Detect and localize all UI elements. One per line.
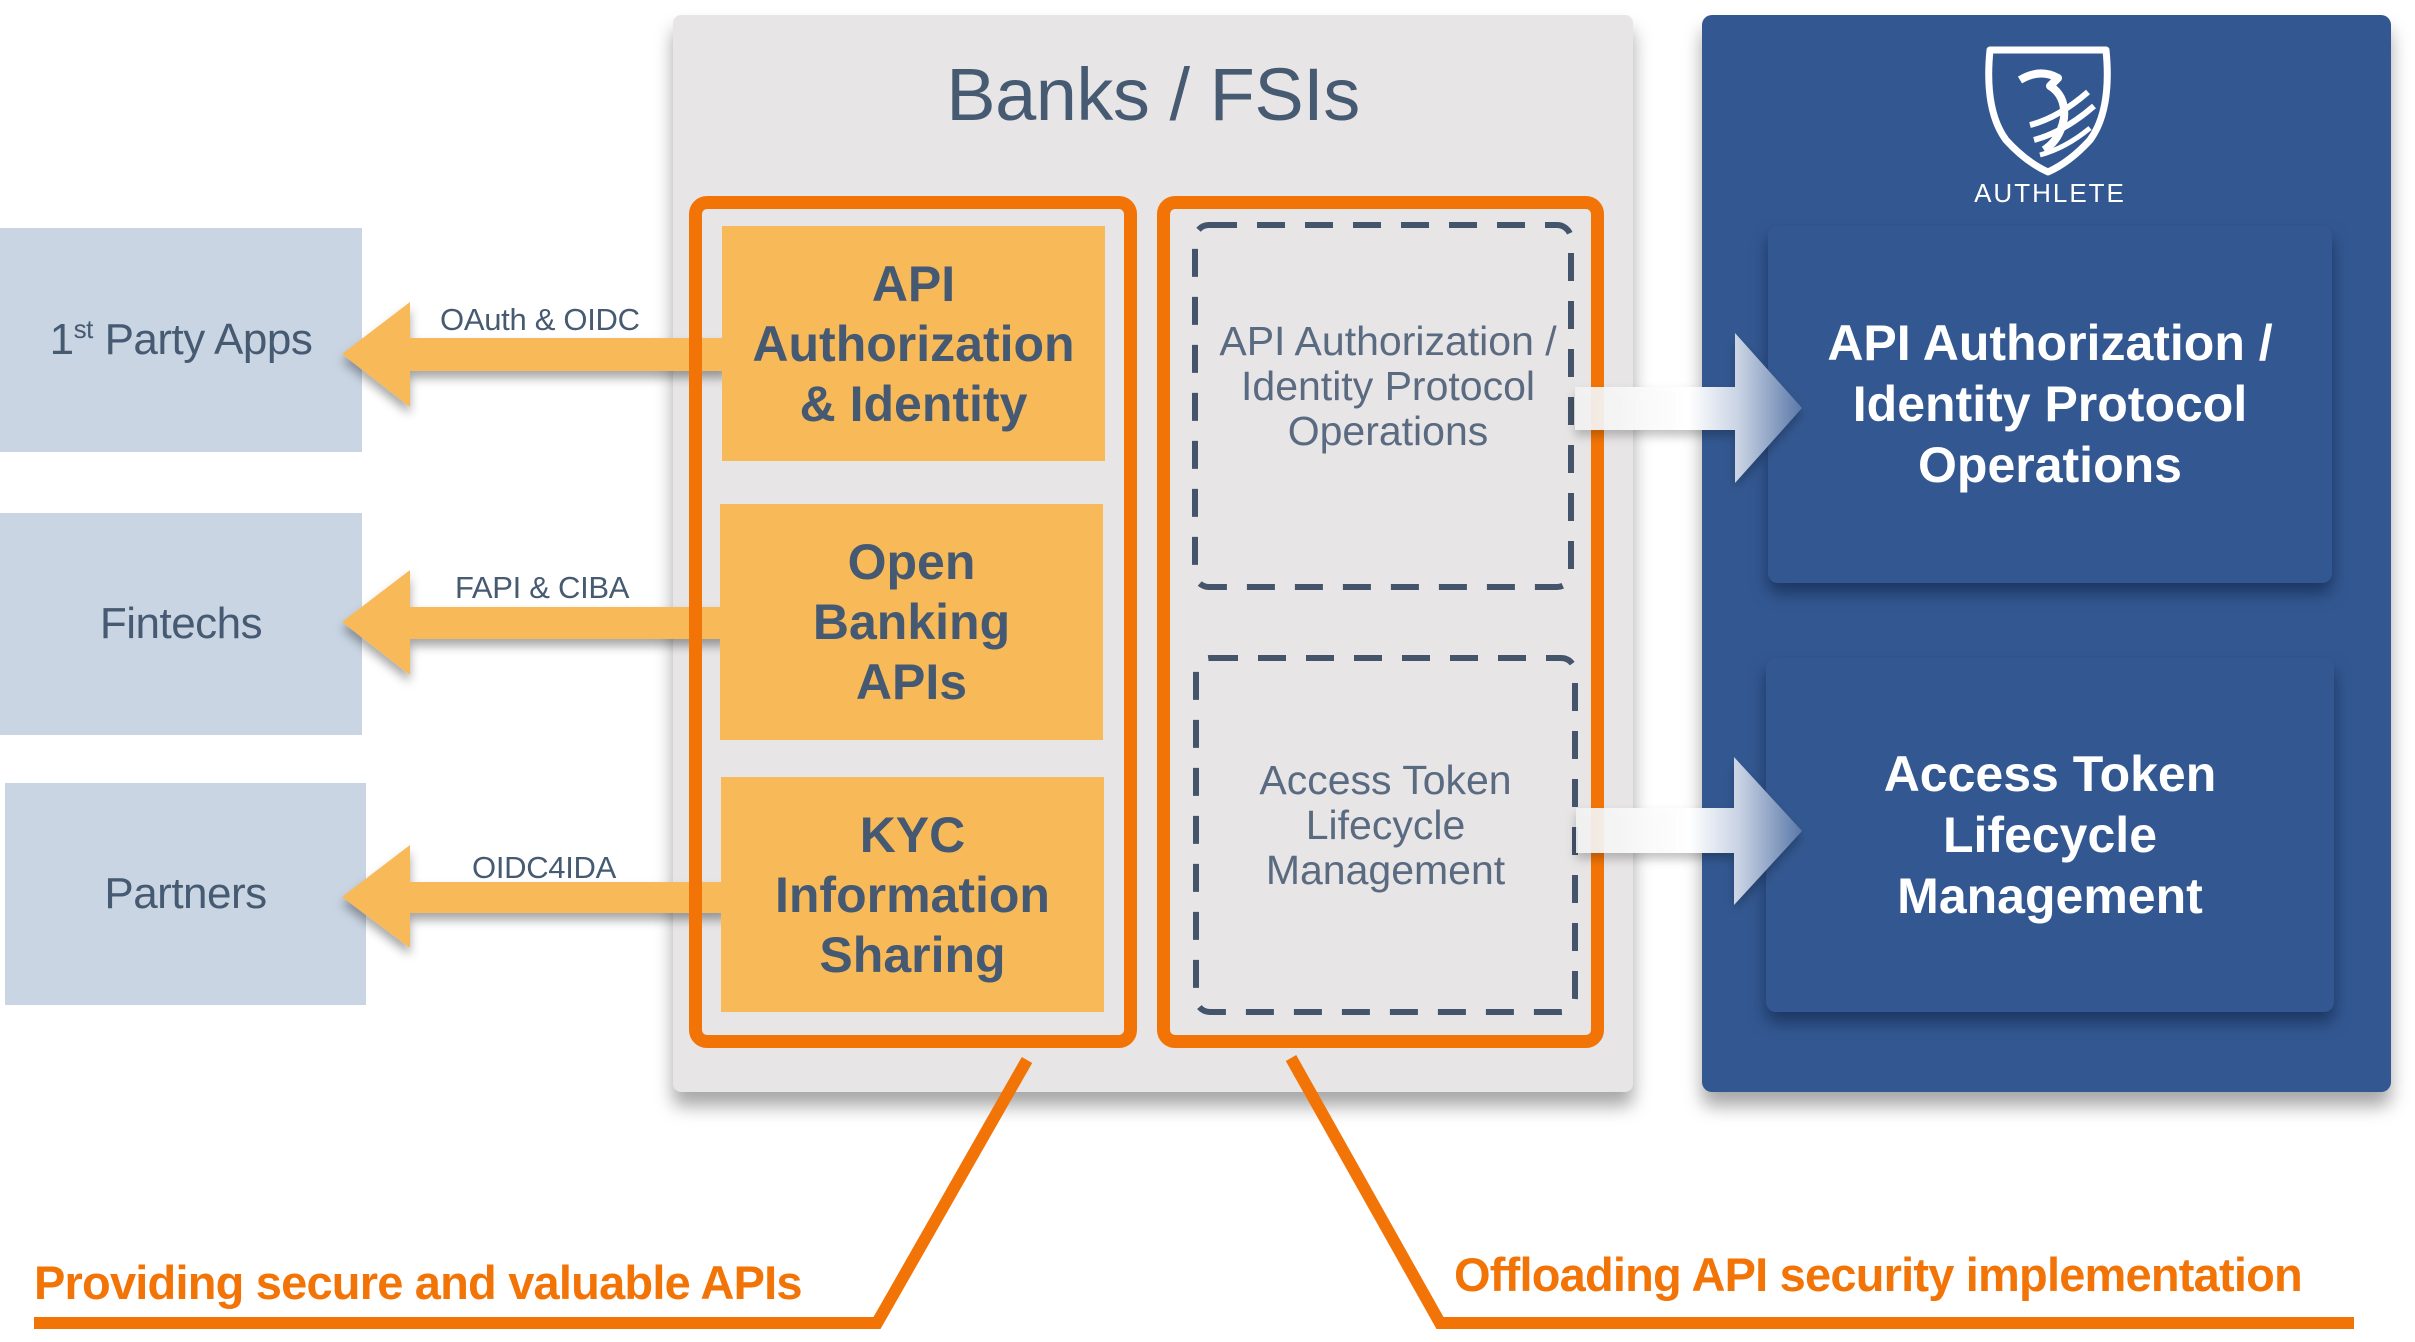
dashed-box-protocol-ops bbox=[1192, 222, 1574, 590]
client-first-party-apps: 1st Party Apps bbox=[0, 228, 362, 452]
protocol-label-oidc4ida: OIDC4IDA bbox=[472, 850, 617, 885]
callout-line-left bbox=[34, 1057, 1033, 1329]
griffin-shield-icon bbox=[1985, 46, 2111, 176]
authlete-logo-text: AUTHLETE bbox=[1974, 178, 2126, 208]
banks-fsis-title: Banks / FSIs bbox=[946, 53, 1360, 136]
dashed-box-token-lifecycle bbox=[1193, 655, 1578, 1015]
arrow-oauth-oidc bbox=[342, 302, 728, 407]
arrow-oidc4ida bbox=[342, 845, 728, 948]
client-fintechs: Fintechs bbox=[0, 513, 362, 735]
arrow-offload-protocol-ops bbox=[1575, 333, 1802, 483]
protocol-label-fapi-ciba: FAPI & CIBA bbox=[455, 570, 630, 605]
callout-offloading-security: Offloading API security implementation bbox=[1454, 1248, 2303, 1301]
arrow-fapi-ciba bbox=[342, 570, 728, 675]
client-partners: Partners bbox=[5, 783, 366, 1005]
protocol-label-oauth-oidc: OAuth & OIDC bbox=[440, 302, 640, 337]
arrow-offload-token-lifecycle bbox=[1576, 757, 1802, 905]
client-label: 1st Party Apps bbox=[49, 314, 313, 364]
callout-line-right bbox=[1285, 1055, 2354, 1329]
callout-providing-secure-apis: Providing secure and valuable APIs bbox=[34, 1256, 803, 1309]
client-label: Fintechs bbox=[99, 599, 263, 648]
offerings-frame bbox=[689, 196, 1137, 1048]
client-label: Partners bbox=[104, 869, 267, 918]
